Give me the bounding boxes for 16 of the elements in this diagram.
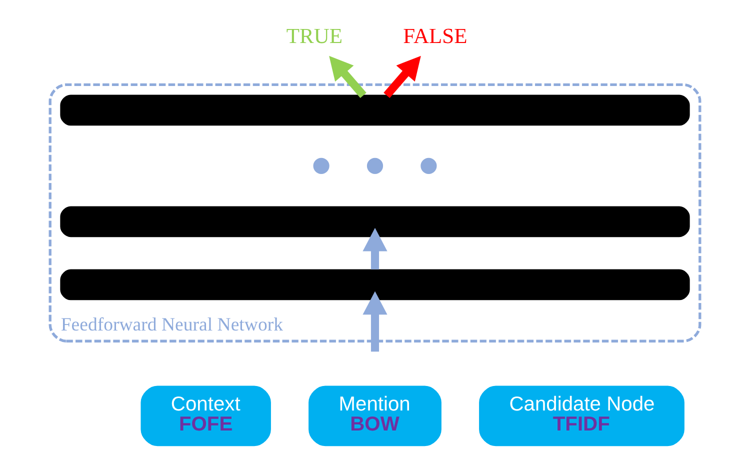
node-circle — [366, 158, 384, 174]
node-bar — [60, 94, 690, 126]
node-box: Context FOFE — [140, 386, 271, 446]
node-text: TRUE — [286, 24, 342, 48]
node-box: Candidate Node TFIDF — [479, 386, 684, 446]
arrow — [329, 56, 366, 98]
node-bar — [60, 269, 690, 300]
node-bar — [60, 206, 690, 238]
node-circle — [313, 158, 330, 174]
arrow — [362, 291, 388, 352]
node-box: Mention BOW — [308, 386, 442, 446]
node-text: FALSE — [403, 24, 468, 48]
node-circle — [420, 158, 437, 174]
cluster: Feedforward Neural Network — [48, 83, 702, 342]
arrow — [384, 56, 421, 98]
arrow — [362, 228, 388, 270]
